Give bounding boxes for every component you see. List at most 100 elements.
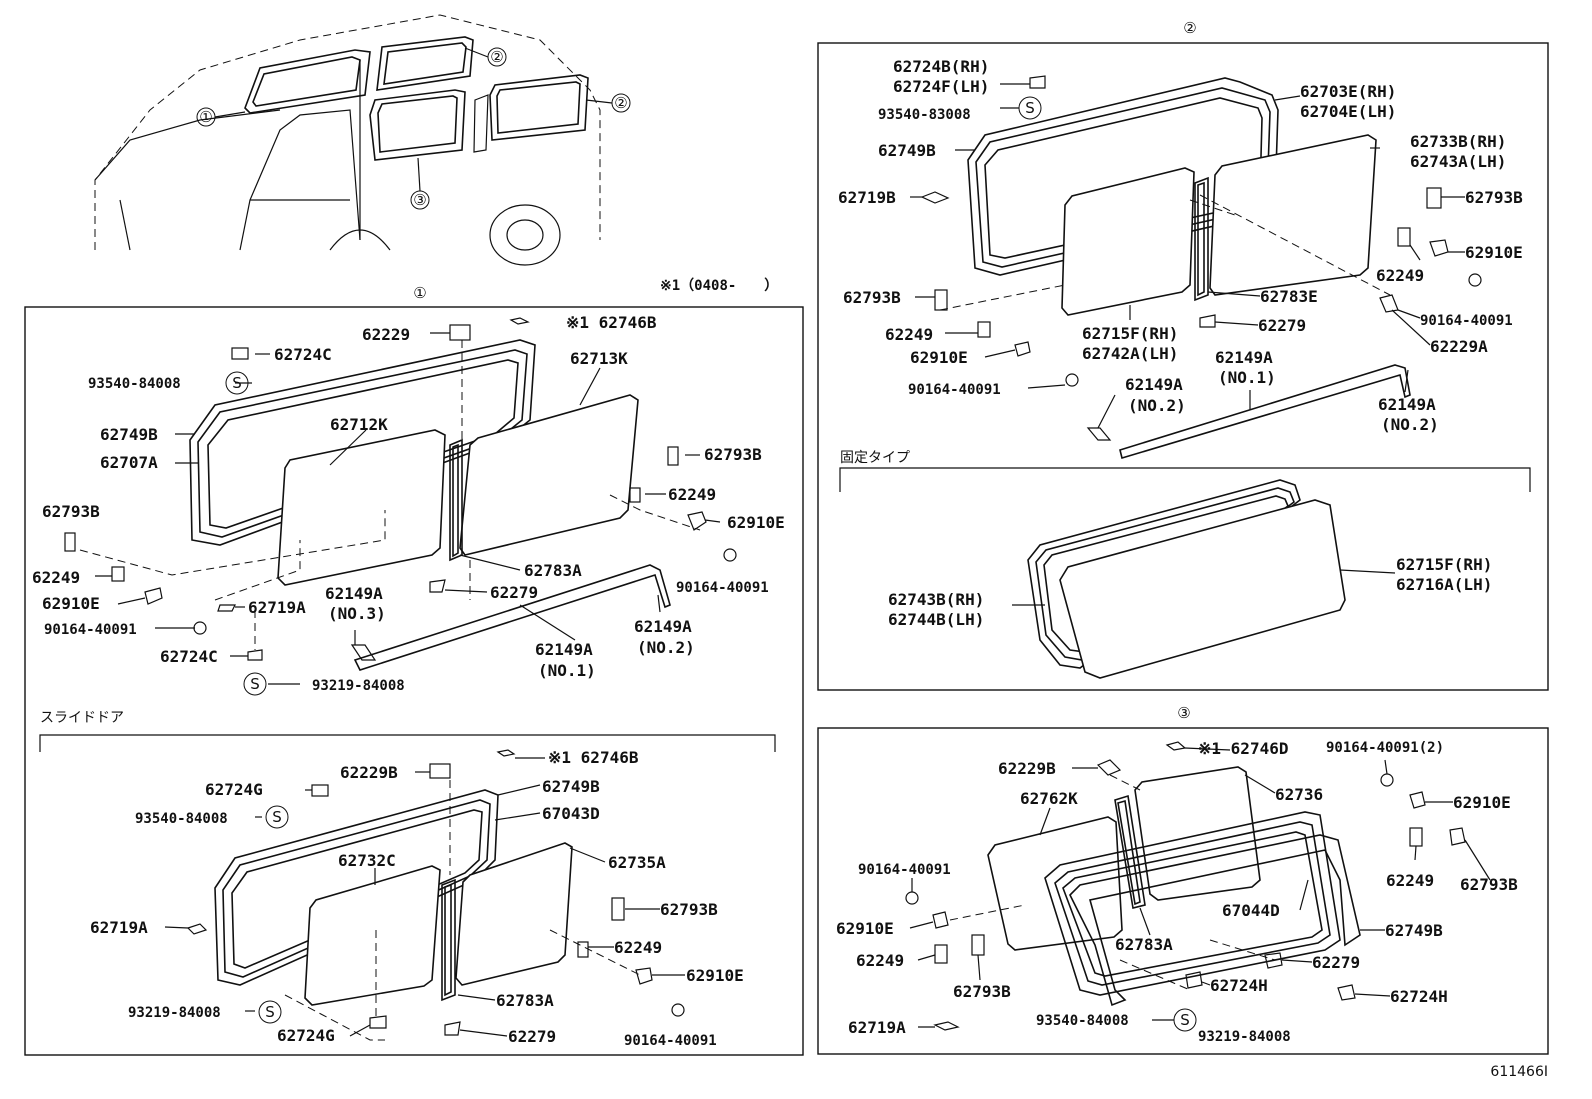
callout-3-overview: ③	[413, 191, 426, 209]
label-62793B-s3-right: 62793B	[1460, 875, 1518, 894]
section-3-title: ③	[1177, 704, 1190, 722]
label-62724F-lh: 62724F(LH)	[893, 77, 989, 96]
section-3-assembly: S	[905, 741, 1491, 1032]
label-62910E-s3-right: 62910E	[1453, 793, 1511, 812]
fixed-type-assembly	[1012, 479, 1396, 679]
label-62724H-b: 62724H	[1390, 987, 1448, 1006]
label-62229A: 62229A	[1430, 337, 1488, 356]
label-62793B-s3-left: 62793B	[953, 982, 1011, 1001]
label-62149A-s2-no2b-sub: (NO.2)	[1381, 415, 1439, 434]
label-62249-s2-left: 62249	[885, 325, 933, 344]
s-mark: S	[250, 675, 260, 693]
fixed-type-title: 固定タイプ	[840, 450, 910, 466]
label-62910E-s2-right: 62910E	[1465, 243, 1523, 262]
label-62749B-s3: 62749B	[1385, 921, 1443, 940]
label-62746B: ※1 62746B	[566, 313, 657, 332]
label-62703E-rh: 62703E(RH)	[1300, 82, 1396, 101]
label-62149A-no3-sub: (NO.3)	[328, 604, 386, 623]
label-62793B-left: 62793B	[42, 502, 100, 521]
label-62724C: 62724C	[274, 345, 332, 364]
label-93219-84008-s3: 93219-84008	[1198, 1029, 1291, 1045]
section-2-upper-assembly: S	[910, 75, 1482, 460]
label-62149A-s2-no1-sub: (NO.1)	[1218, 368, 1276, 387]
label-62249-right: 62249	[668, 485, 716, 504]
label-62149A-s2-no2a-sub: (NO.2)	[1128, 396, 1186, 415]
s-mark: S	[1025, 99, 1035, 117]
label-62724B-rh: 62724B(RH)	[893, 57, 989, 76]
label-62149A-s2-no1: 62149A	[1215, 348, 1273, 367]
callout-2b-overview: ②	[614, 94, 627, 112]
label-90164-40091-s2-left: 90164-40091	[908, 382, 1001, 398]
label-62742A-lh: 62742A(LH)	[1082, 344, 1178, 363]
label-90164-40091-s2-right: 90164-40091	[1420, 313, 1513, 329]
label-62749B: 62749B	[100, 425, 158, 444]
label-62910E-s3-left: 62910E	[836, 919, 894, 938]
label-62793B-s2-right: 62793B	[1465, 188, 1523, 207]
s-mark: S	[272, 808, 282, 826]
label-62707A: 62707A	[100, 453, 158, 472]
label-62249-s2-right: 62249	[1376, 266, 1424, 285]
label-62149A-no2: 62149A	[634, 617, 692, 636]
label-62712K: 62712K	[330, 415, 388, 434]
fixed-type-bracket	[839, 467, 1531, 492]
label-62793B-slide: 62793B	[660, 900, 718, 919]
label-62732C: 62732C	[338, 851, 396, 870]
label-62724C-bottom: 62724C	[160, 647, 218, 666]
label-62149A-no2-sub: (NO.2)	[637, 638, 695, 657]
label-62736: 62736	[1275, 785, 1323, 804]
label-62716A-fixed: 62716A(LH)	[1396, 575, 1492, 594]
label-62746B-slide: ※1 62746B	[548, 748, 639, 767]
label-62249-left: 62249	[32, 568, 80, 587]
section-1-upper-assembly: S S	[64, 317, 737, 696]
label-67043D: 67043D	[542, 804, 600, 823]
label-62910E-right: 62910E	[727, 513, 785, 532]
section-1-title: ①	[413, 284, 426, 302]
label-62749B-slide: 62749B	[542, 777, 600, 796]
label-62783A-slide: 62783A	[496, 991, 554, 1010]
label-93540-84008-s3: 93540-84008	[1036, 1013, 1129, 1029]
label-93219-84008-slide: 93219-84008	[128, 1005, 221, 1021]
label-62715F-rh: 62715F(RH)	[1082, 324, 1178, 343]
slide-door-assembly: S S	[164, 749, 685, 1041]
label-62735A: 62735A	[608, 853, 666, 872]
label-62793B-s2-left: 62793B	[843, 288, 901, 307]
label-62743B-fixed: 62743B(RH)	[888, 590, 984, 609]
slide-door-bracket	[39, 734, 776, 752]
van-overview-illustration: ① ② ② ③	[94, 14, 631, 266]
label-62783A-s3: 62783A	[1115, 935, 1173, 954]
label-62744B-fixed: 62744B(LH)	[888, 610, 984, 629]
label-62746D: ※1 62746D	[1198, 739, 1288, 758]
section-1-box	[24, 306, 804, 1056]
label-62762K: 62762K	[1020, 789, 1078, 808]
label-62793B-right: 62793B	[704, 445, 762, 464]
label-93540-84008: 93540-84008	[88, 376, 181, 392]
section-2-title: ②	[1183, 19, 1196, 37]
label-62249-s3-left: 62249	[856, 951, 904, 970]
label-62249-s3-right: 62249	[1386, 871, 1434, 890]
s-mark: S	[1180, 1011, 1190, 1029]
label-62910E-s2-left: 62910E	[910, 348, 968, 367]
label-62149A-s2-no2b: 62149A	[1378, 395, 1436, 414]
label-62249-slide: 62249	[614, 938, 662, 957]
label-62229: 62229	[362, 325, 410, 344]
label-62149A-no1: 62149A	[535, 640, 593, 659]
label-90164-40091-s3-left: 90164-40091	[858, 862, 951, 878]
label-62229B-s3: 62229B	[998, 759, 1056, 778]
label-62713K: 62713K	[570, 349, 628, 368]
section-3-box	[817, 727, 1549, 1055]
label-90164-40091-2: 90164-40091(2)	[1326, 740, 1444, 756]
slide-door-title: スライドドア	[40, 710, 124, 726]
label-62719B: 62719B	[838, 188, 896, 207]
label-62719A-s3: 62719A	[848, 1018, 906, 1037]
label-62149A-no1-sub: (NO.1)	[538, 661, 596, 680]
label-90164-40091-right: 90164-40091	[676, 580, 769, 596]
label-62279: 62279	[490, 583, 538, 602]
note-date-range: ※1（0408- ）	[660, 278, 778, 294]
label-62910E-slide: 62910E	[686, 966, 744, 985]
label-90164-40091-left: 90164-40091	[44, 622, 137, 638]
label-62783E: 62783E	[1260, 287, 1318, 306]
label-62910E-left: 62910E	[42, 594, 100, 613]
label-62279-slide: 62279	[508, 1027, 556, 1046]
label-62749B-s2: 62749B	[878, 141, 936, 160]
